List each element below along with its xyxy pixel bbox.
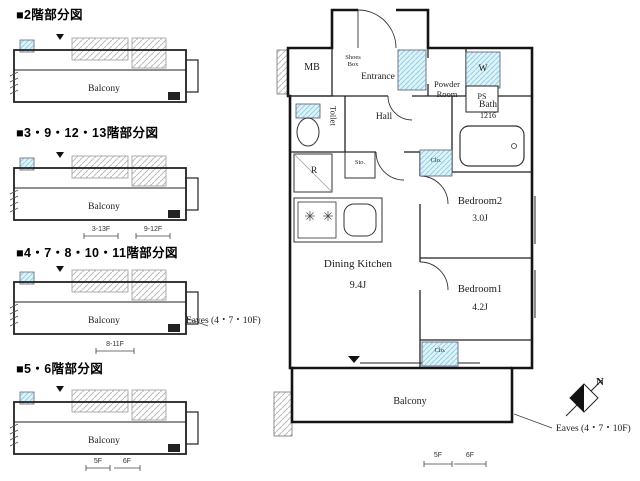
room-label-hall: Hall xyxy=(375,112,393,122)
level-marker xyxy=(348,356,360,363)
dim-8-11f: 8-11F xyxy=(106,341,124,348)
shoes-box-line2: Box xyxy=(347,61,359,69)
room-label-washing: W xyxy=(478,64,488,74)
eaves-pointer-line xyxy=(185,317,209,327)
room-label-bedroom1: Bedroom1 xyxy=(457,284,503,295)
washing-machine-fixture xyxy=(465,51,501,89)
room-size-bedroom2: 3.0J xyxy=(472,214,488,224)
room-label-powder: Powder Room xyxy=(424,79,470,99)
partial-plan-5-6f xyxy=(9,386,199,455)
dimension-lines-5-6f-left xyxy=(85,465,141,471)
room-label-mb: MB xyxy=(304,62,320,73)
compass-north-label: N xyxy=(596,376,604,388)
powder-line2: Room xyxy=(436,88,458,99)
entrance-door-arc xyxy=(357,9,397,49)
wall-break-hatch xyxy=(9,423,19,447)
closet-lower-box xyxy=(421,341,459,367)
room-label-storage: Sto. xyxy=(354,159,366,166)
balcony-label-5f: Balcony xyxy=(88,436,120,446)
eaves-note-left: Eaves (4・7・10F) xyxy=(186,316,261,326)
room-label-shoes-box: Shoes Box xyxy=(336,54,370,69)
sink-icon xyxy=(343,203,377,237)
main-plan xyxy=(273,8,603,467)
wall-break-hatch xyxy=(9,71,19,95)
wall-break-hatch xyxy=(9,303,19,327)
room-label-balcony-main: Balcony xyxy=(393,396,427,407)
powder-line1: Powder xyxy=(434,79,460,89)
partial-plan-2f xyxy=(9,34,199,103)
dimension-lines-main xyxy=(423,461,487,467)
room-size-dining-kitchen: 9.4J xyxy=(349,280,367,291)
room-label-closet-upper: Clo. xyxy=(430,157,442,164)
dim-3-13f: 3-13F xyxy=(91,226,111,233)
dim-5f-left: 5F xyxy=(93,458,103,465)
refrigerator-box xyxy=(293,153,333,193)
toilet-icon xyxy=(295,103,321,147)
structure-hatch-bottom-left xyxy=(273,391,293,437)
room-label-refrigerator: R xyxy=(310,166,318,176)
balcony-label-4f: Balcony xyxy=(88,316,120,326)
shoes-box-fixture xyxy=(397,49,427,91)
dimension-lines-3-13f xyxy=(83,233,171,239)
room-label-toilet: Toilet xyxy=(328,106,339,126)
room-label-bath: Bath 1216 xyxy=(462,100,514,121)
north-compass-icon xyxy=(565,379,603,417)
dim-6f-main: 6F xyxy=(465,452,475,459)
pipe-shaft-box xyxy=(465,85,499,113)
partial-plan-3-9-12-13f xyxy=(9,152,199,221)
bath-name: Bath xyxy=(479,100,497,110)
room-label-ps: PS xyxy=(477,92,487,101)
plan-title-5-6f: ■5・6階部分図 xyxy=(16,362,104,376)
dim-6f-left: 6F xyxy=(122,458,132,465)
dim-5f-main: 5F xyxy=(433,452,443,459)
wall-break-hatch xyxy=(9,189,19,213)
closet-upper-box xyxy=(419,149,453,177)
balcony-label-3f: Balcony xyxy=(88,202,120,212)
room-size-bedroom1: 4.2J xyxy=(472,303,488,313)
dimension-lines-8-11f xyxy=(95,348,135,354)
partial-plan-4-7-8-10-11f xyxy=(9,266,209,335)
plan-title-4-7-8-10-11f: ■4・7・8・10・11階部分図 xyxy=(16,246,178,260)
bathtub-icon xyxy=(459,125,525,167)
bath-size: 1216 xyxy=(480,110,496,120)
balcony-label-2f: Balcony xyxy=(88,84,120,94)
room-label-dining-kitchen: Dining Kitchen xyxy=(323,258,393,270)
structure-hatch-top-left xyxy=(276,49,289,95)
room-label-entrance: Entrance xyxy=(361,72,395,82)
exterior-walls xyxy=(286,8,534,424)
dim-9-12f: 9-12F xyxy=(143,226,163,233)
room-label-bedroom2: Bedroom2 xyxy=(457,196,503,207)
shoes-box-line1: Shoes xyxy=(345,54,361,61)
plan-title-3-9-12-13f: ■3・9・12・13階部分図 xyxy=(16,126,159,140)
stove-burners-icon xyxy=(305,211,333,221)
eaves-pointer-line-main xyxy=(513,413,553,429)
storage-box xyxy=(344,151,376,179)
plan-title-2f: ■2階部分図 xyxy=(16,8,83,22)
kitchen-counter-icon xyxy=(293,197,383,243)
eaves-note-main: Eaves (4・7・10F) xyxy=(556,424,631,434)
room-label-closet-lower: Clo. xyxy=(434,347,446,354)
